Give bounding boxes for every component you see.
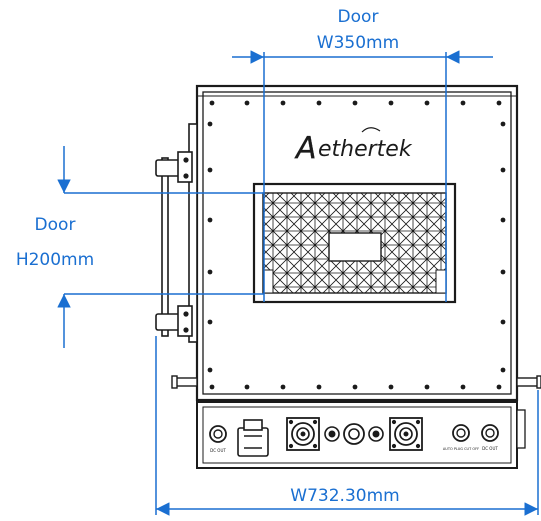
connector-left-icon: [286, 417, 320, 451]
door-handle: [155, 123, 198, 343]
connector-right-icon: [389, 417, 423, 451]
door-width-value: W350mm: [316, 33, 400, 53]
center-jacks-icon: [324, 423, 384, 445]
brand-initial: A: [294, 131, 317, 166]
port-3-icon: [481, 424, 499, 442]
door-height-value: H200mm: [15, 250, 95, 270]
total-width-dimension: [155, 336, 539, 516]
total-width-value: W732.30mm: [290, 486, 400, 506]
port-2-label: AUTO PLUG CUT OFF: [443, 447, 479, 451]
brand-logo: A ethertek: [294, 127, 413, 166]
port-1-icon: [209, 425, 227, 443]
port-1-label: DC OUT: [210, 448, 226, 453]
housing-screws: [207, 100, 506, 390]
door-window: [252, 182, 457, 304]
side-fittings: [171, 375, 541, 389]
door-height-dimension: [57, 146, 264, 348]
port-2-icon: [452, 424, 470, 442]
door-height-label: Door: [34, 215, 76, 235]
brand-name: ethertek: [318, 137, 413, 162]
door-width-label: Door: [337, 7, 379, 27]
power-socket-icon: [237, 419, 269, 457]
door-width-dimension: [232, 50, 493, 302]
port-3-label: DC OUT: [482, 446, 498, 451]
